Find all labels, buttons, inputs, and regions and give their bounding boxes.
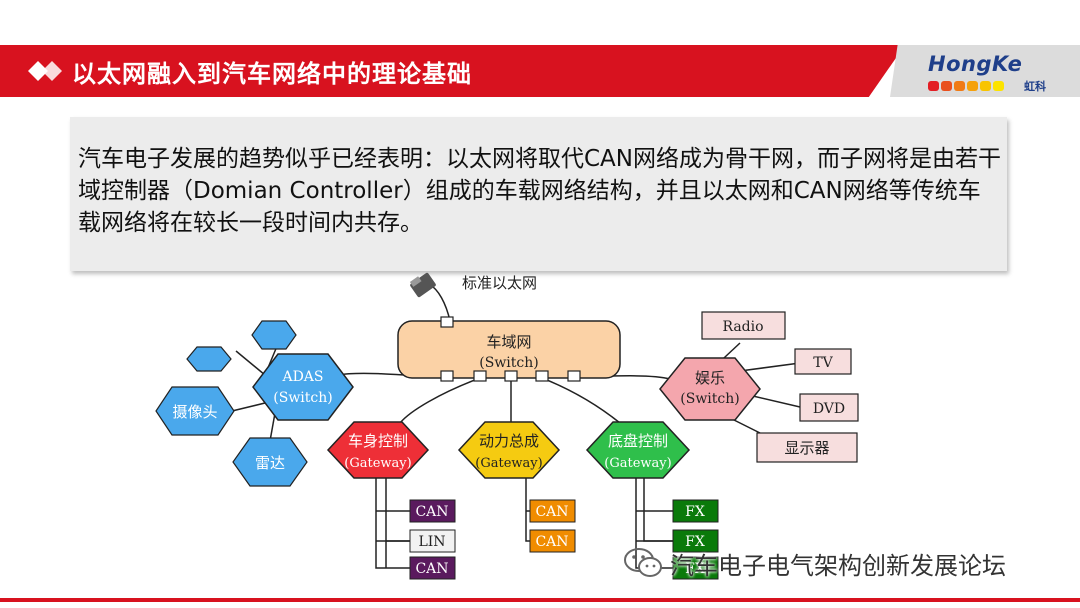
- adas-sub: (Switch): [273, 390, 332, 406]
- powertrain-gateway-node: 动力总成 (Gateway): [457, 421, 561, 479]
- powertrain-bus-can-2-label: CAN: [535, 534, 568, 550]
- intro-text-box: 汽车电子发展的趋势似乎已经表明：以太网将取代CAN网络成为骨干网，而子网将是由若…: [70, 117, 1007, 271]
- adas-switch-node: ADAS (Switch): [252, 353, 354, 421]
- camera-node: 摄像头: [155, 386, 235, 436]
- entertainment-switch-node: 娱乐 (Switch): [659, 357, 761, 421]
- display-label: 显示器: [784, 439, 829, 457]
- body-control-title: 车身控制: [348, 432, 408, 450]
- powertrain-sub: (Gateway): [475, 456, 542, 471]
- powertrain-title: 动力总成: [479, 432, 539, 450]
- body-bus-can-2: CAN: [409, 556, 456, 580]
- diamond-bullet-icon: [28, 61, 62, 81]
- watermark-text: 汽车电子电气架构创新发展论坛: [670, 552, 1006, 580]
- chassis-bus-fx-3: FX: [672, 556, 719, 580]
- display-node: 显示器: [756, 432, 858, 463]
- company-logo-chinese: 虹科: [1024, 80, 1046, 93]
- body-control-sub: (Gateway): [344, 456, 411, 471]
- chassis-title: 底盘控制: [608, 432, 668, 450]
- chassis-gateway-node: 底盘控制 (Gateway): [585, 421, 691, 479]
- body-bus-lin: LIN: [409, 529, 456, 553]
- body-bus-lin-label: LIN: [418, 534, 445, 550]
- chassis-bus-fx-2-label: FX: [685, 534, 705, 550]
- adas-title: ADAS: [281, 369, 323, 385]
- radar-node: 雷达: [232, 437, 308, 487]
- body-bus-can-1: CAN: [409, 499, 456, 523]
- powertrain-bus-can-2: CAN: [529, 529, 576, 553]
- dvd-label: DVD: [813, 401, 845, 417]
- powertrain-bus-can-1-label: CAN: [535, 504, 568, 520]
- body-control-gateway-node: 车身控制 (Gateway): [326, 421, 430, 479]
- central-switch-sub: (Switch): [479, 355, 538, 371]
- body-bus-can-2-label: CAN: [415, 561, 448, 577]
- adas-small-hex-1: [251, 320, 297, 350]
- slide-title: 以太网融入到汽车网络中的理论基础: [72, 60, 472, 88]
- camera-label: 摄像头: [172, 403, 217, 421]
- dvd-node: DVD: [799, 393, 859, 422]
- body-bus-can-1-label: CAN: [415, 504, 448, 520]
- title-bar: 以太网融入到汽车网络中的理论基础: [0, 45, 905, 97]
- logo-dots-icon: [928, 81, 1004, 91]
- ethernet-label: 标准以太网: [462, 274, 537, 292]
- chassis-bus-fx-1: FX: [672, 499, 719, 523]
- company-logo-wordmark: HongKe: [928, 52, 1023, 76]
- entertainment-sub: (Switch): [680, 391, 739, 407]
- radar-label: 雷达: [255, 454, 285, 472]
- radio-label: Radio: [722, 319, 763, 335]
- watermark: 汽车电子电气架构创新发展论坛: [618, 546, 1068, 582]
- intro-paragraph: 汽车电子发展的趋势似乎已经表明：以太网将取代CAN网络成为骨干网，而子网将是由若…: [78, 146, 1001, 236]
- wechat-icon: [624, 548, 662, 577]
- chassis-sub: (Gateway): [604, 456, 671, 471]
- powertrain-bus-can-1: CAN: [529, 499, 576, 523]
- ethernet-connector-icon: [409, 272, 436, 298]
- adas-small-hex-2: [186, 346, 232, 372]
- vehicle-network-diagram: 标准以太网 车域网 (Switch) ADAS (Switch) 摄像头 雷达 …: [155, 272, 859, 580]
- bottom-divider: [0, 598, 1080, 602]
- chassis-bus-fx-1-label: FX: [685, 504, 705, 520]
- tv-label: TV: [813, 355, 833, 371]
- tv-node: TV: [794, 348, 852, 375]
- radio-node: Radio: [701, 311, 786, 340]
- entertainment-title: 娱乐: [695, 369, 725, 387]
- central-switch-node: 车域网 (Switch): [397, 316, 621, 382]
- central-switch-title: 车域网: [486, 333, 531, 351]
- chassis-bus-fx-2: FX: [672, 529, 719, 553]
- chassis-bus-fx-3-label: FX: [685, 561, 705, 577]
